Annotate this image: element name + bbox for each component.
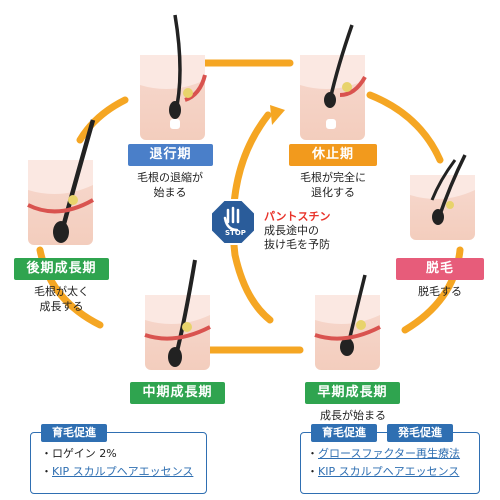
stop-line: 成長途中の [264,224,319,237]
product-link[interactable]: KIP スカルプヘアエッセンス [318,465,460,478]
stop-sign-icon [210,199,256,245]
list-item[interactable]: ・KIP スカルプヘアエッセンス [307,465,460,478]
desc-line: 成長する [39,300,84,313]
stop-note: パントスチン 成長途中の 抜け毛を予防 [264,210,359,252]
list-item[interactable]: ・グロースファクター再生療法 [307,447,461,460]
list-item[interactable]: ・KIP スカルプヘアエッセンス [41,465,194,478]
stage-label-kouki: 後期成長期 [14,258,109,280]
desc-line: 毛根が完全に [300,171,366,184]
desc-line: 退化する [311,186,355,199]
tag-ikumou: 育毛促進 [311,424,377,442]
stage-title: 脱毛 [425,261,454,276]
stage-desc-souki: 成長が始まる [298,408,408,423]
stage-title: 後期成長期 [26,261,97,276]
stop-line: 抜け毛を予防 [264,238,330,251]
hair-illustration-taikou [140,14,207,140]
desc-line: 始まる [153,186,187,199]
product-link[interactable]: グロースファクター再生療法 [318,447,461,460]
stage-label-datsumou: 脱毛 [396,258,484,280]
stage-label-taikou: 退行期 [128,144,213,166]
list-item: ・ロゲイン 2% [41,447,117,460]
stage-title: 早期成長期 [317,385,388,400]
stop-highlight: パントスチン [264,210,331,223]
stage-title: 退行期 [149,147,192,162]
stage-desc-kyushi: 毛根が完全に 退化する [283,170,383,200]
hair-illustration-kouki [27,119,96,245]
hair-illustration-datsumou [410,154,475,240]
stage-desc-datsumou: 脱毛する [396,284,484,299]
stage-desc-kouki: 毛根が太く 成長する [14,284,109,314]
stop-sign-label: STOP [225,229,246,237]
desc-line: 成長が始まる [320,409,386,422]
hair-illustration-chuki [144,259,211,370]
info-box-right: 育毛促進 発毛促進 ・グロースファクター再生療法 ・KIP スカルプヘアエッセン… [300,424,480,494]
stage-desc-taikou: 毛根の退縮が 始まる [120,170,220,200]
tag-ikumou: 育毛促進 [41,424,107,442]
info-box-left: 育毛促進 ・ロゲイン 2% ・KIP スカルプヘアエッセンス [30,424,207,494]
stage-title: 休止期 [311,147,354,162]
stage-label-kyushi: 休止期 [289,144,377,166]
stage-label-chuki: 中期成長期 [130,382,225,404]
hair-illustration-souki [314,274,381,370]
hair-illustration-kyushi [300,24,367,140]
desc-line: 毛根の退縮が [137,171,203,184]
product-link[interactable]: KIP スカルプヘアエッセンス [52,465,194,478]
tag-hatsumou: 発毛促進 [387,424,453,442]
desc-line: 毛根が太く [34,285,89,298]
stage-title: 中期成長期 [142,385,213,400]
desc-line: 脱毛する [418,285,462,298]
stage-label-souki: 早期成長期 [305,382,400,404]
